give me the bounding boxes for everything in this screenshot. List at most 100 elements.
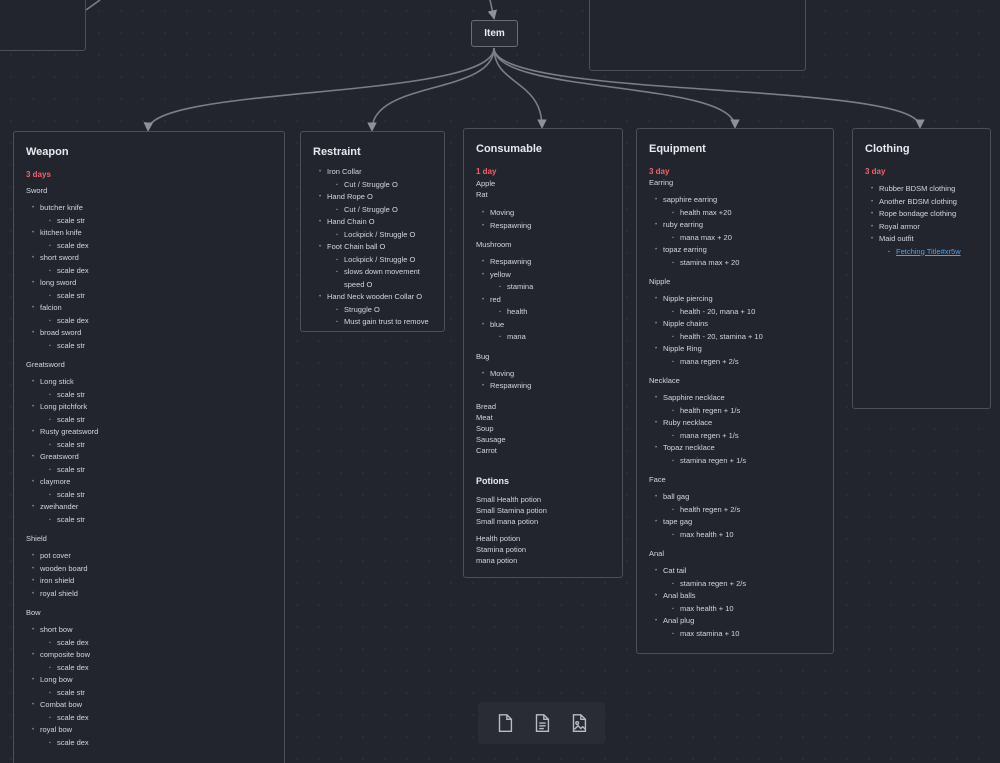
sub-list-item: slows down movement speed O: [336, 266, 432, 291]
sub-list: scale dex: [49, 240, 272, 253]
list-item-label: Rubber BDSM clothing: [879, 184, 956, 193]
potion-entry: Small Health potion: [476, 494, 542, 504]
list-item: falcionscale dex: [32, 302, 272, 327]
item-node[interactable]: Item: [471, 20, 518, 47]
embedded-link[interactable]: Fetching Title#xr5w: [896, 246, 961, 256]
list-item: pot cover: [32, 550, 272, 563]
weapon-group-list: pot coverwooden boardiron shieldroyal sh…: [32, 550, 272, 600]
equipment-title: Equipment: [649, 143, 706, 155]
sub-list: scale str: [49, 439, 272, 452]
list-item-label: royal bow: [40, 725, 73, 734]
sub-list-item: mana max + 20: [672, 232, 821, 245]
list-item: Ruby necklacemana regen + 1/s: [655, 417, 821, 442]
sub-list-item: scale str: [49, 464, 272, 477]
list-item: claymorescale str: [32, 476, 272, 501]
list-item: Long pitchforkscale str: [32, 401, 272, 426]
list-item-label: Respawning: [490, 257, 532, 266]
sub-list: max health + 10: [672, 603, 821, 616]
sub-list-item: mana: [499, 331, 610, 344]
consumable-group-heading: Mushroom: [476, 240, 512, 249]
list-item: Nipple piercinghealth - 20, mana + 10: [655, 293, 821, 318]
list-item-label: Anal balls: [663, 591, 696, 600]
list-item-label: Combat bow: [40, 700, 83, 709]
list-item-label: yellow: [490, 269, 511, 279]
list-item-label: composite bow: [40, 650, 91, 659]
list-item: iron shield: [32, 575, 272, 588]
list-item: Hand Neck wooden Collar OStruggle OMust …: [319, 291, 432, 329]
list-item-label: falcion: [40, 303, 62, 312]
list-item: Anal balls max health + 10: [655, 590, 821, 615]
sub-list: health max +20: [672, 207, 821, 220]
weapon-card[interactable]: Weapon 3 days Swordbutcher knifescale st…: [13, 131, 285, 763]
equipment-group-list: Sapphire necklacehealth regen + 1/sRuby …: [655, 392, 821, 467]
clothing-card[interactable]: Clothing 3 day Rubber BDSM clothingAnoth…: [852, 128, 991, 409]
sub-list: stamina regen + 1/s: [672, 455, 821, 468]
offscreen-card-right[interactable]: [589, 0, 806, 71]
equipment-card[interactable]: Equipment 3 day Earringsapphire earringh…: [636, 128, 834, 654]
list-item-label: Nipple Ring: [663, 344, 702, 353]
list-item-label: ruby earring: [663, 220, 704, 229]
list-item: Sapphire necklacehealth regen + 1/s: [655, 392, 821, 417]
list-item: yellowstamina: [482, 269, 610, 294]
sub-list: Cut / Struggle O: [336, 179, 432, 192]
image-file-icon[interactable]: [567, 711, 591, 735]
consumable-card[interactable]: Consumable 1 day AppleRatMovingRespawnin…: [463, 128, 623, 578]
file-icon[interactable]: [493, 711, 517, 735]
list-item-label: sapphire earring: [663, 195, 718, 204]
sub-list-item: scale dex: [49, 737, 272, 750]
list-item-label: red: [490, 294, 501, 304]
list-item: composite bowscale dex: [32, 649, 272, 674]
consumable-entry: Carrot: [476, 445, 497, 455]
list-item: royal shield: [32, 588, 272, 601]
list-item: Hand Rope OCut / Struggle O: [319, 191, 432, 216]
list-item: Hand Chain OLockpick / Struggle O: [319, 216, 432, 241]
sub-list: scale dex: [49, 712, 272, 725]
list-item: Long bowscale str: [32, 674, 272, 699]
list-item: Iron CollarCut / Struggle O: [319, 166, 432, 191]
list-item-label: Maid outfit: [879, 234, 914, 243]
equipment-group-list: ball gaghealth regen + 2/stape gagmax he…: [655, 491, 821, 541]
edge-item-weapon: [143, 47, 495, 132]
weapon-group-heading: Greatsword: [26, 360, 65, 369]
document-text-icon[interactable]: [530, 711, 554, 735]
list-item-label: Sapphire necklace: [663, 393, 725, 402]
sub-list: mana: [499, 331, 610, 344]
list-item-label: topaz earring: [663, 245, 707, 254]
sub-list: scale str: [49, 340, 272, 353]
list-item: Topaz necklacestamina regen + 1/s: [655, 442, 821, 467]
list-item-label: Respawning: [490, 220, 532, 230]
sub-list-item: stamina regen + 2/s: [672, 578, 821, 591]
list-item: Rusty greatswordscale str: [32, 426, 272, 451]
sub-list: max stamina + 10: [672, 628, 821, 641]
sub-list-item: stamina regen + 1/s: [672, 455, 821, 468]
list-item: zweihanderscale str: [32, 501, 272, 526]
list-item-label: ball gag: [663, 492, 690, 501]
sub-list-item: Lockpick / Struggle O: [336, 254, 432, 267]
equipment-group-heading: Anal: [649, 549, 665, 558]
sub-list: Struggle OMust gain trust to remove: [336, 304, 432, 329]
sub-list-item: Must gain trust to remove: [336, 316, 432, 329]
list-item: ball gaghealth regen + 2/s: [655, 491, 821, 516]
sub-list: scale str: [49, 290, 272, 303]
sub-list-item: mana regen + 1/s: [672, 430, 821, 443]
item-node-label: Item: [484, 28, 505, 39]
sub-list-item: health: [499, 306, 610, 319]
list-item: Anal plugmax stamina + 10: [655, 615, 821, 640]
weapon-group-list: butcher knifescale strkitchen knifescale…: [32, 202, 272, 352]
list-item: Moving: [482, 368, 610, 381]
offscreen-card-left[interactable]: [0, 0, 86, 51]
weapon-group-list: short bowscale dexcomposite bowscale dex…: [32, 624, 272, 749]
weapon-group-list: Long stickscale strLong pitchforkscale s…: [32, 376, 272, 526]
sub-list-item: health max +20: [672, 207, 821, 220]
weapon-group-heading: Bow: [26, 608, 41, 617]
list-item: long swordscale str: [32, 277, 272, 302]
consumable-entry: Apple: [476, 179, 496, 188]
list-item: topaz earringstamina max + 20: [655, 244, 821, 269]
list-item-label: short sword: [40, 253, 79, 262]
equipment-group-heading: Face: [649, 475, 666, 484]
restraint-card[interactable]: Restraint Iron CollarCut / Struggle OHan…: [300, 131, 445, 332]
list-item: sapphire earring health max +20: [655, 194, 821, 219]
potion-entry: Small Stamina potion: [476, 505, 547, 515]
